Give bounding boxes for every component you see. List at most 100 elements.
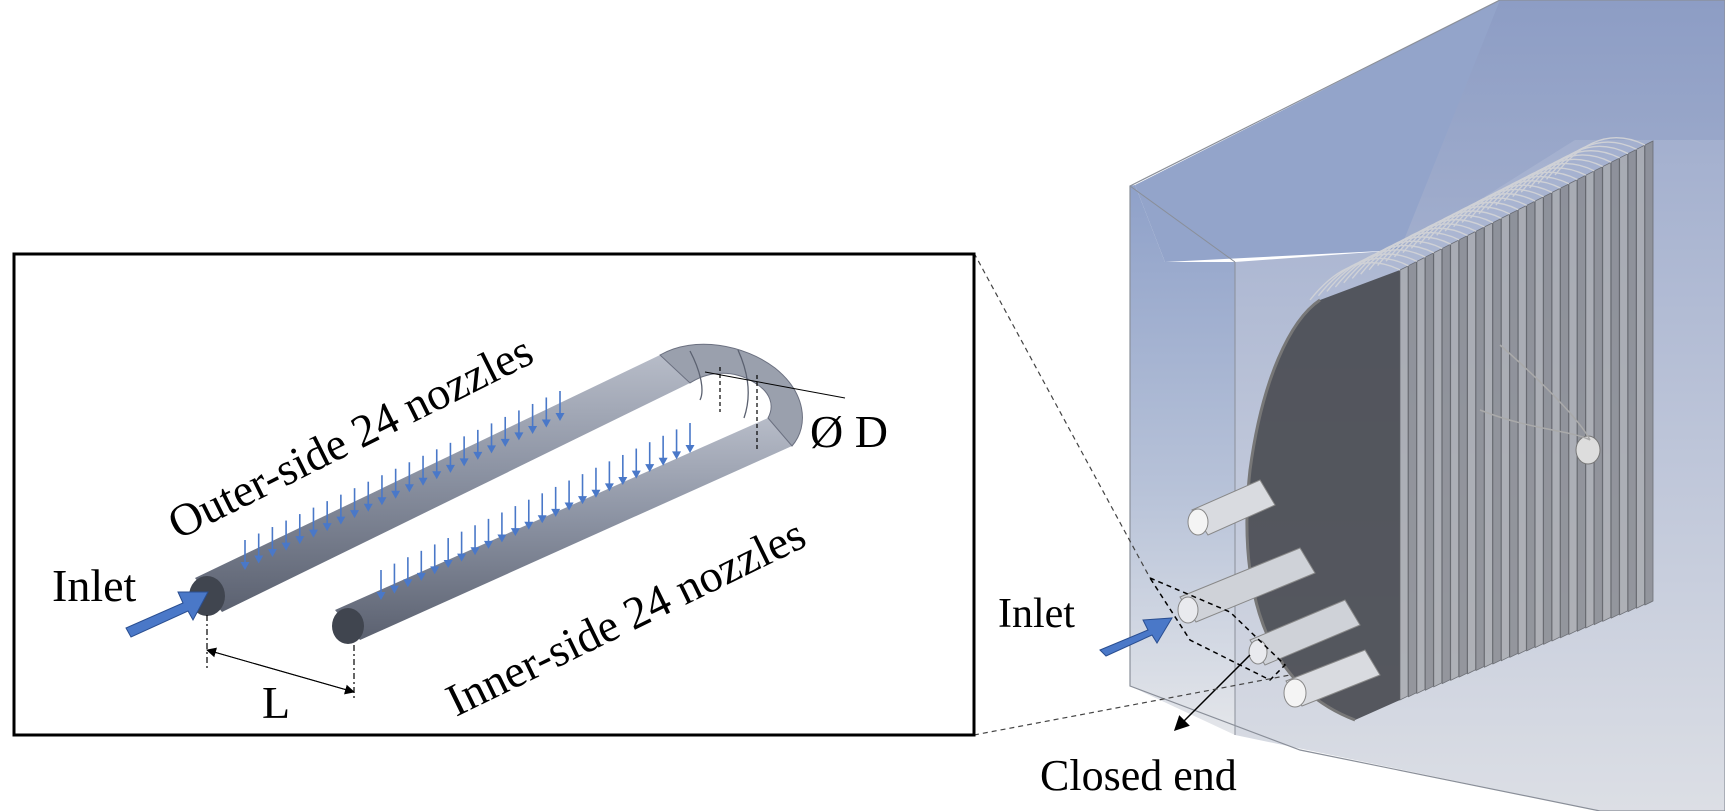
fin-plate bbox=[1450, 239, 1460, 681]
inner-tube-closed-end bbox=[332, 608, 364, 644]
housing-outline bbox=[1129, 0, 1725, 811]
inner-nozzle-arrow bbox=[389, 563, 399, 594]
fin-plate bbox=[1560, 183, 1569, 639]
fin-plate bbox=[1627, 148, 1637, 613]
outer-nozzle-arrow bbox=[391, 468, 401, 499]
fin-plate bbox=[1408, 261, 1417, 698]
u-bend bbox=[659, 343, 803, 447]
outer-nozzle-arrow bbox=[281, 520, 291, 551]
tube-stub-inlet bbox=[1177, 547, 1316, 624]
outer-nozzle-arrow bbox=[336, 494, 346, 525]
hidden-tube-outline bbox=[1148, 576, 1287, 681]
fin-plate bbox=[1593, 166, 1603, 626]
diameter-label: Ø D bbox=[810, 406, 888, 457]
fin-arc bbox=[1554, 137, 1646, 176]
outer-nozzle-arrow bbox=[555, 391, 565, 421]
inner-nozzle-arrow bbox=[483, 518, 493, 549]
tube-bend-line bbox=[1479, 409, 1591, 441]
inner-nozzle-arrow bbox=[618, 454, 628, 485]
inner-nozzle-arrow bbox=[604, 461, 614, 492]
detail-inset-frame bbox=[12, 252, 976, 737]
fin-plate bbox=[1441, 243, 1451, 685]
fin-block-front bbox=[1246, 270, 1400, 720]
outer-nozzle-arrow bbox=[267, 527, 277, 558]
outer-nozzle-arrow bbox=[240, 540, 250, 570]
outer-nozzle-arrow bbox=[514, 410, 524, 441]
zoom-line-top bbox=[973, 252, 1151, 579]
fin-plate bbox=[1475, 226, 1485, 672]
inner-nozzle-arrow bbox=[443, 538, 453, 569]
inner-nozzle-arrow bbox=[510, 506, 520, 537]
fin-plate bbox=[1610, 157, 1620, 619]
inner-nozzle-arrow bbox=[430, 544, 440, 575]
tube-bend-end bbox=[1575, 435, 1601, 465]
inner-nozzle-arrow bbox=[470, 525, 480, 556]
assembly-tubes bbox=[1177, 344, 1601, 708]
bend-seam bbox=[689, 350, 703, 401]
fin-plate bbox=[1458, 235, 1468, 678]
outer-nozzle-arrows bbox=[240, 391, 565, 570]
inner-nozzle-arrow bbox=[564, 480, 574, 511]
inner-nozzle-arrow bbox=[457, 531, 467, 562]
tube-stub-closed bbox=[1248, 599, 1361, 666]
fin-plate bbox=[1602, 161, 1612, 623]
detail-inlet-label: Inlet bbox=[52, 560, 137, 611]
outer-nozzle-arrow bbox=[473, 429, 483, 460]
fin-plate bbox=[1467, 230, 1476, 675]
outer-nozzle-arrow bbox=[432, 449, 442, 480]
inner-nozzle-arrow bbox=[685, 423, 695, 453]
fin-plate bbox=[1500, 213, 1510, 662]
assembly-view: Inlet Closed end bbox=[998, 0, 1725, 811]
outer-nozzle-arrow bbox=[541, 397, 551, 428]
inner-nozzle-arrow bbox=[537, 493, 547, 524]
fin-plate bbox=[1399, 265, 1409, 701]
fin-stack bbox=[1309, 137, 1654, 701]
outer-nozzle-arrow bbox=[418, 455, 428, 486]
fin-plate bbox=[1619, 153, 1629, 616]
fin-plate bbox=[1517, 205, 1527, 655]
outer-nozzle-arrow bbox=[322, 501, 332, 532]
assembly-inlet-arrow bbox=[1099, 617, 1173, 657]
tube-bend-line bbox=[1499, 344, 1591, 441]
outer-tube bbox=[195, 355, 690, 612]
outer-nozzle-arrow bbox=[487, 423, 497, 454]
housing-edge bbox=[1129, 185, 1236, 263]
fin-plate bbox=[1509, 209, 1519, 659]
outer-nozzle-arrow bbox=[308, 507, 318, 538]
outer-nozzle-arrow bbox=[445, 442, 455, 473]
inner-nozzle-arrow bbox=[551, 486, 561, 517]
inner-nozzle-arrow bbox=[403, 557, 413, 588]
fin-plate bbox=[1534, 196, 1544, 649]
outer-nozzle-arrow bbox=[377, 475, 387, 506]
detail-inlet-arrow bbox=[125, 591, 209, 638]
inner-tube bbox=[335, 418, 792, 640]
closed-end-leader bbox=[1173, 654, 1251, 732]
tube-stub-upper bbox=[1187, 479, 1276, 536]
assembly-inlet-label: Inlet bbox=[998, 591, 1075, 637]
fin-plate bbox=[1433, 248, 1443, 688]
outer-nozzle-arrow bbox=[528, 403, 538, 434]
dimension-diameter: Ø D bbox=[704, 367, 888, 457]
tube-stub-lower bbox=[1283, 649, 1381, 708]
fin-plate bbox=[1484, 222, 1493, 668]
inner-nozzle-arrow bbox=[416, 550, 426, 581]
fin-plate bbox=[1543, 192, 1553, 645]
fin-plate bbox=[1585, 170, 1595, 629]
inner-nozzle-arrow bbox=[497, 512, 507, 543]
inner-nozzle-arrow bbox=[376, 570, 386, 600]
fin-plate bbox=[1416, 256, 1426, 695]
outer-nozzle-arrow bbox=[295, 514, 305, 545]
inner-nozzle-arrow bbox=[631, 448, 641, 479]
fin-plate bbox=[1577, 174, 1586, 632]
inner-nozzle-arrow bbox=[524, 499, 534, 530]
inner-nozzle-arrow bbox=[578, 474, 588, 505]
fin-plate bbox=[1644, 140, 1654, 606]
outer-nozzle-arrow bbox=[363, 481, 373, 512]
closed-end-label: Closed end bbox=[1040, 751, 1237, 800]
fin-plate bbox=[1424, 252, 1434, 691]
fin-plate bbox=[1636, 144, 1645, 609]
fin-plate bbox=[1492, 217, 1502, 665]
inner-nozzle-arrow bbox=[591, 467, 601, 498]
outer-nozzle-arrow bbox=[500, 416, 510, 447]
inner-nozzle-arrow bbox=[672, 429, 682, 460]
